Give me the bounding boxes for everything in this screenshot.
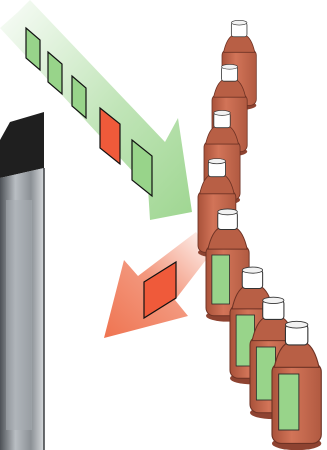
- bottle-line: [198, 20, 321, 450]
- bottle-label: [212, 255, 230, 304]
- labeling-machine: [0, 112, 44, 450]
- reject-flow: [104, 232, 212, 338]
- machine-top-face: [0, 112, 44, 178]
- bottle-label: [279, 374, 299, 430]
- machine-panel: [6, 200, 32, 430]
